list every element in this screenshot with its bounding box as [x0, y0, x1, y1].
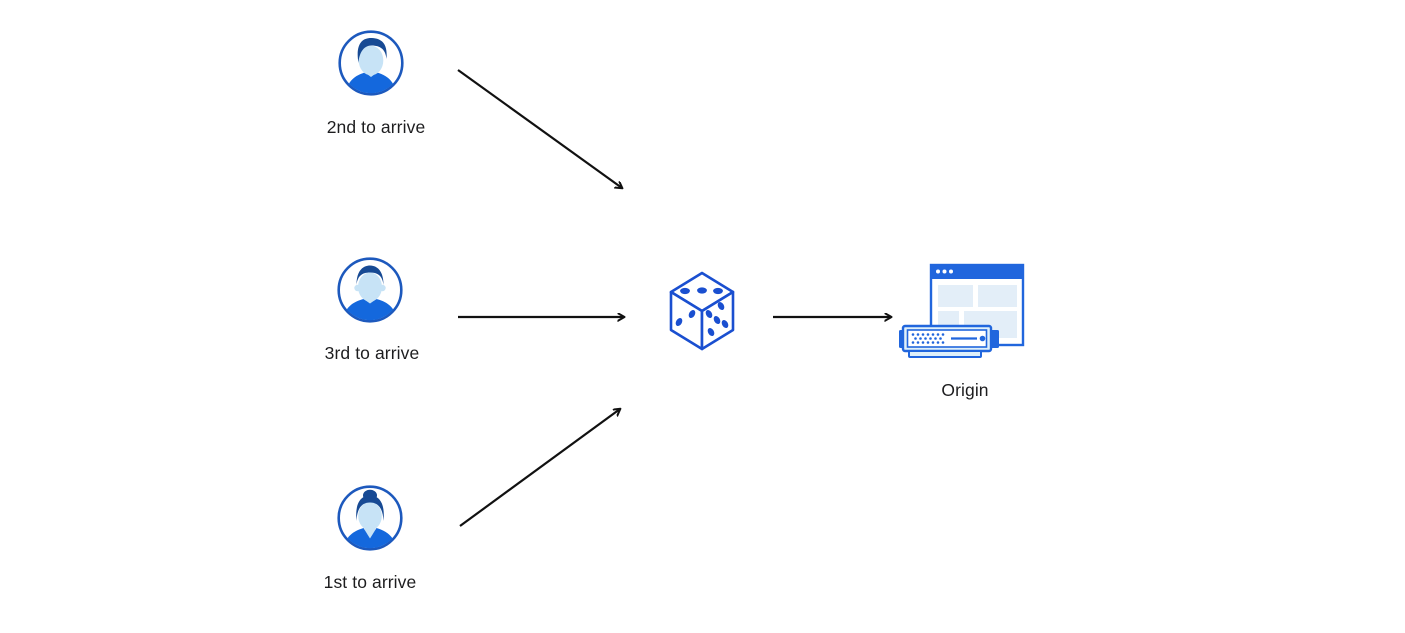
arrow-client2-to-dice [457, 69, 622, 188]
client-3rd-avatar [337, 257, 403, 323]
person-hair-bun-icon [337, 485, 403, 551]
origin-server [893, 260, 1028, 365]
origin-label: Origin [941, 380, 989, 400]
client-2nd-label: 2nd to arrive [326, 117, 426, 137]
client-3rd-label: 3rd to arrive [324, 343, 420, 363]
dice-icon [669, 271, 735, 351]
arrow-client1-to-dice [459, 409, 620, 527]
person-short-hair-icon [337, 257, 403, 323]
dice-router [668, 270, 736, 352]
client-2nd-avatar [338, 30, 404, 96]
person-swept-hair-icon [338, 30, 404, 96]
client-1st-label: 1st to arrive [323, 572, 417, 592]
origin-server-browser-icon [899, 263, 1025, 358]
client-1st-avatar [337, 485, 403, 551]
